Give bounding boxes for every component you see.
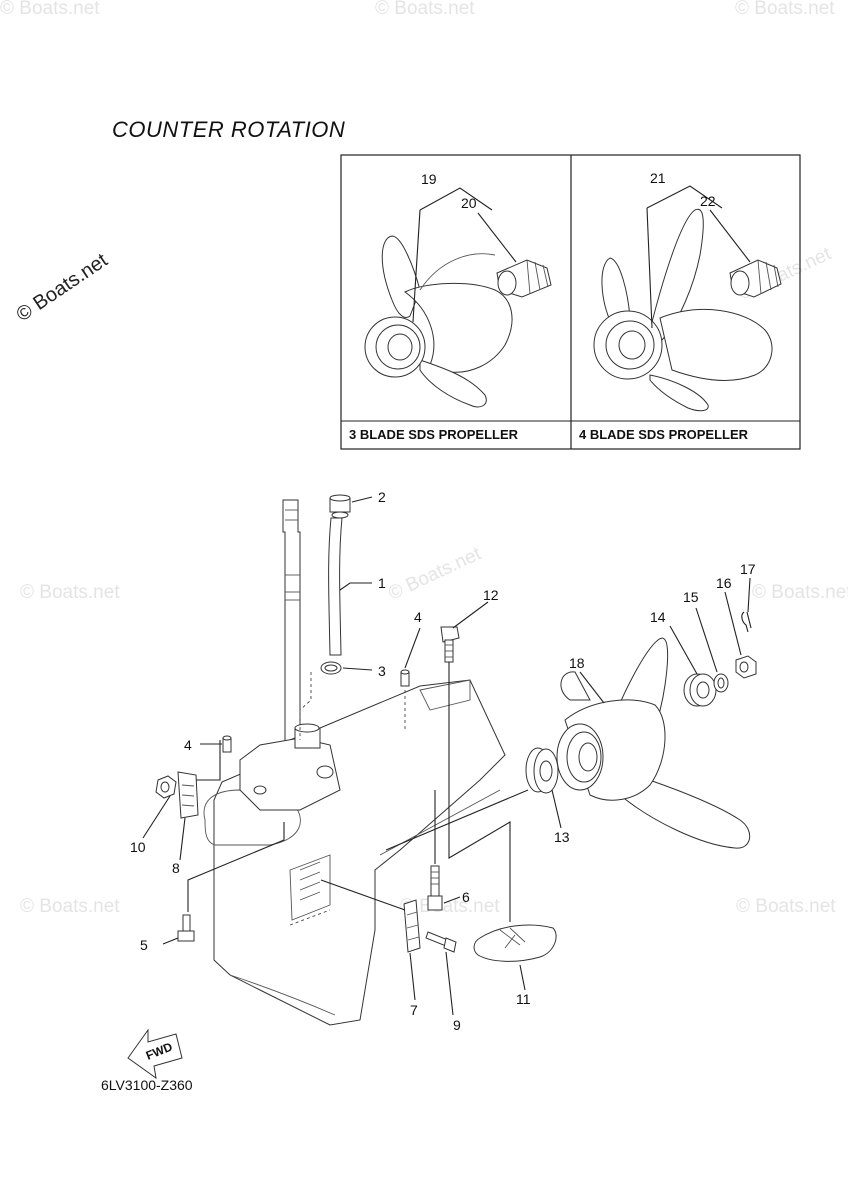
inset-box: 3 BLADE SDS PROPELLER 4 BLADE SDS PROPEL… [340, 154, 801, 450]
cotter-pin-17 [741, 611, 752, 633]
diagram-title: COUNTER ROTATION [112, 117, 345, 142]
callout-20: 20 [461, 195, 477, 211]
callout-leaders-inset-4 [646, 185, 751, 329]
callout-leaders [142, 496, 751, 1016]
propeller-3-blade [364, 235, 513, 408]
drive-shaft [282, 499, 301, 743]
dowel-pin-4 [400, 669, 410, 687]
callout-3: 3 [378, 663, 386, 679]
seal-3 [320, 661, 342, 675]
callout-leaders-inset-3 [412, 187, 517, 323]
bracket-8 [177, 771, 199, 819]
bolt-12 [440, 626, 460, 663]
callout-4: 4 [414, 609, 422, 625]
callout-16: 16 [716, 575, 732, 591]
lower-casing [203, 679, 506, 1026]
water-pipe [328, 517, 343, 656]
watermark: © Boats.net [735, 0, 835, 19]
callout-15: 15 [683, 589, 699, 605]
callout-8: 8 [172, 860, 180, 876]
diagram-code: 6LV3100-Z360 [101, 1077, 193, 1093]
watermark: © Boats.net [400, 896, 500, 917]
bolt-5 [177, 914, 195, 942]
nut-10 [155, 775, 177, 799]
callout-4-lower: 4 [184, 737, 192, 753]
callout-2: 2 [378, 489, 386, 505]
callout-6: 6 [462, 889, 470, 905]
callout-12: 12 [483, 587, 499, 603]
callout-11: 11 [516, 991, 531, 1007]
watermark: © Boats.net [375, 0, 475, 19]
callout-13: 13 [554, 829, 570, 845]
fwd-arrow: FWD [127, 1028, 183, 1080]
watermark: © Boats.net [0, 0, 100, 19]
screw-9 [425, 931, 457, 953]
callout-numbers: 2 1 3 4 4 12 10 8 5 6 7 9 11 13 18 14 15… [130, 489, 756, 1033]
dowel-pin-4b [222, 735, 232, 753]
bolt-6 [427, 865, 443, 911]
propeller-18 [556, 637, 750, 849]
propeller-nut-22 [729, 259, 782, 298]
callout-22: 22 [700, 193, 716, 209]
watermark: © Boats.net [752, 582, 848, 603]
trim-tab-anode-11 [473, 924, 557, 962]
bracket-7 [403, 899, 421, 953]
callout-21: 21 [650, 170, 666, 186]
watermark: © Boats.net [385, 543, 485, 604]
grommet-2 [329, 494, 351, 519]
watermark: © Boats.net [736, 896, 836, 917]
inset-caption-4-blade: 4 BLADE SDS PROPELLER [579, 427, 749, 442]
callout-14: 14 [650, 609, 666, 625]
propeller-4-blade [593, 208, 773, 412]
callout-19: 19 [421, 171, 437, 187]
inset-caption-3-blade: 3 BLADE SDS PROPELLER [349, 427, 519, 442]
callout-10: 10 [130, 839, 146, 855]
thrust-washer-13 [525, 747, 559, 794]
callout-1: 1 [378, 575, 386, 591]
spacer-14 [683, 673, 717, 707]
propeller-nut-20 [496, 259, 552, 298]
callout-7: 7 [410, 1002, 418, 1018]
callout-9: 9 [453, 1017, 461, 1033]
callout-18: 18 [569, 655, 585, 671]
watermark-dark: © Boats.net [12, 249, 112, 326]
washer-15 [713, 673, 729, 693]
nut-16 [735, 655, 757, 679]
watermark: © Boats.net [20, 896, 120, 917]
watermark: © Boats.net [20, 582, 120, 603]
callout-5: 5 [140, 937, 148, 953]
callout-17: 17 [740, 561, 756, 577]
